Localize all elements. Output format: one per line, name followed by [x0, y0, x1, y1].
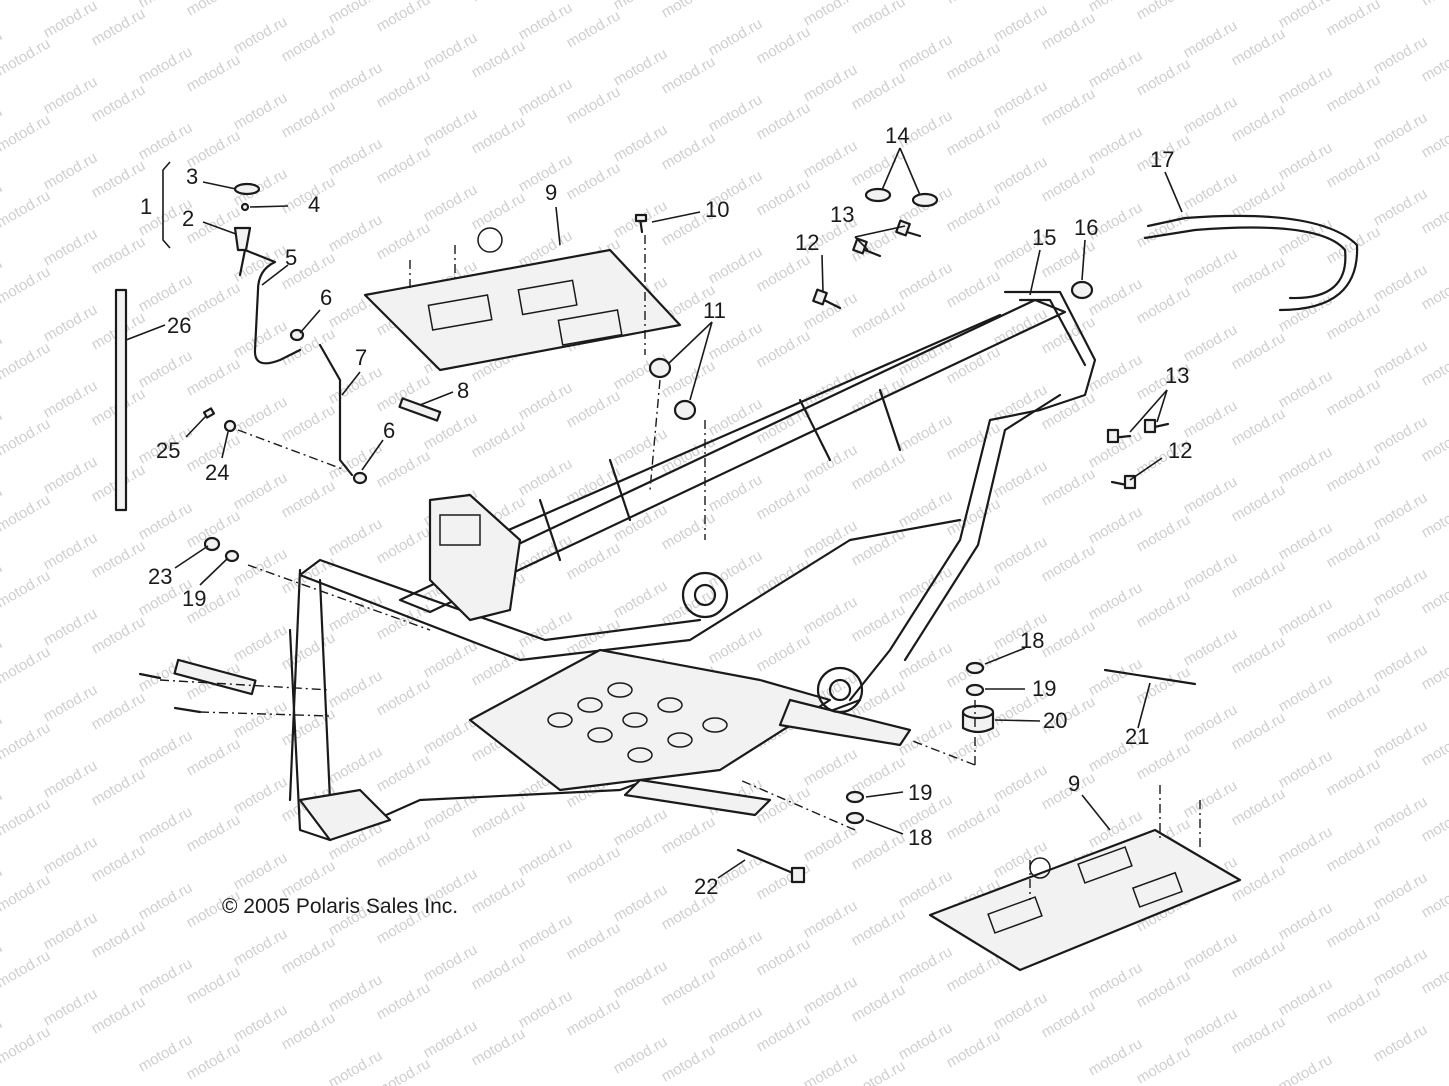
callout-15: 15 — [1032, 225, 1056, 250]
frame-assembly — [288, 290, 1097, 842]
callouts: 1 3 2 4 5 6 7 8 6 25 24 26 23 19 9 10 11… — [140, 123, 1192, 899]
watermark-text: motod.ru — [659, 0, 719, 21]
callout-26: 26 — [167, 313, 191, 338]
callout-19-right-upper: 19 — [1032, 676, 1056, 701]
watermark-text: motod.ru — [0, 947, 53, 991]
callout-25: 25 — [156, 438, 180, 463]
headlight-plug — [233, 182, 261, 252]
callout-23: 23 — [148, 564, 172, 589]
watermark-text: motod.ru — [184, 0, 244, 19]
callout-19-left: 19 — [182, 586, 206, 611]
skid-plate-top — [363, 227, 682, 372]
watermark-text: motod.ru — [0, 111, 53, 155]
watermark-text: motod.ru — [1276, 1051, 1336, 1086]
watermark-text: motod.ru — [0, 491, 53, 535]
callout-13-lower: 13 — [1165, 363, 1189, 388]
callout-18-lower: 18 — [908, 825, 932, 850]
watermark-text: motod.ru — [0, 719, 53, 763]
callout-5: 5 — [285, 245, 297, 270]
watermark-text: motod.ru — [1324, 0, 1384, 39]
callout-14: 14 — [885, 123, 909, 148]
leader-lines — [125, 147, 1183, 879]
watermark-text: motod.ru — [0, 187, 53, 231]
callout-9-bottom: 9 — [1068, 771, 1080, 796]
callout-16: 16 — [1074, 215, 1098, 240]
watermark-text: motod.ru — [1371, 1021, 1431, 1065]
watermark-text: motod.ru — [469, 0, 529, 5]
callout-7: 7 — [355, 345, 367, 370]
watermark-text: motod.ru — [0, 795, 53, 839]
watermark-text: motod.ru — [0, 339, 53, 383]
watermark-text: motod.ru — [801, 1049, 861, 1086]
watermark-text: motod.ru — [0, 0, 53, 3]
watermark-text: motod.ru — [0, 643, 53, 687]
callout-6-upper: 6 — [320, 285, 332, 310]
callout-10: 10 — [705, 197, 729, 222]
watermark-text: motod.ru — [0, 415, 53, 459]
rods-and-links — [114, 248, 1197, 696]
watermark-text: motod.ru — [0, 1023, 53, 1067]
fender-bumpers — [864, 187, 939, 208]
callout-21: 21 — [1125, 724, 1149, 749]
callout-4: 4 — [308, 192, 320, 217]
callout-2: 2 — [182, 206, 194, 231]
watermark-text: motod.ru — [1419, 0, 1449, 9]
copyright-notice: © 2005 Polaris Sales Inc. — [222, 895, 458, 918]
callout-1: 1 — [140, 194, 152, 219]
watermark-text: motod.ru — [0, 871, 53, 915]
watermark-text: motod.ru — [0, 263, 53, 307]
callout-12-lower: 12 — [1168, 438, 1192, 463]
callout-6-lower: 6 — [383, 418, 395, 443]
callout-8: 8 — [457, 378, 469, 403]
callout-11: 11 — [703, 298, 726, 323]
callout-3: 3 — [186, 164, 198, 189]
watermark-text: motod.ru — [944, 0, 1004, 7]
callout-20: 20 — [1043, 708, 1067, 733]
watermark-text: motod.ru — [374, 0, 434, 35]
watermark-text: motod.ru — [326, 1047, 386, 1086]
rubber-mount — [961, 704, 995, 734]
callout-9-top: 9 — [545, 180, 557, 205]
bolts-and-nuts — [138, 213, 1170, 884]
callout-13-upper: 13 — [830, 202, 854, 227]
callout-24: 24 — [205, 460, 229, 485]
watermark-text: motod.ru — [1134, 0, 1194, 23]
skid-plate-bottom — [928, 828, 1242, 972]
callout-18-upper: 18 — [1020, 628, 1044, 653]
callout-19-right-lower: 19 — [908, 780, 932, 805]
guide-lines — [159, 235, 1201, 900]
watermark-text: motod.ru — [0, 567, 53, 611]
rear-grab-bar — [1143, 214, 1359, 312]
watermark-text: motod.ru — [0, 35, 53, 79]
callout-22: 22 — [694, 874, 718, 899]
grommets — [648, 280, 1094, 421]
callout-12-upper: 12 — [795, 230, 819, 255]
callout-17: 17 — [1150, 147, 1174, 172]
watermark-text: motod.ru — [849, 0, 909, 37]
